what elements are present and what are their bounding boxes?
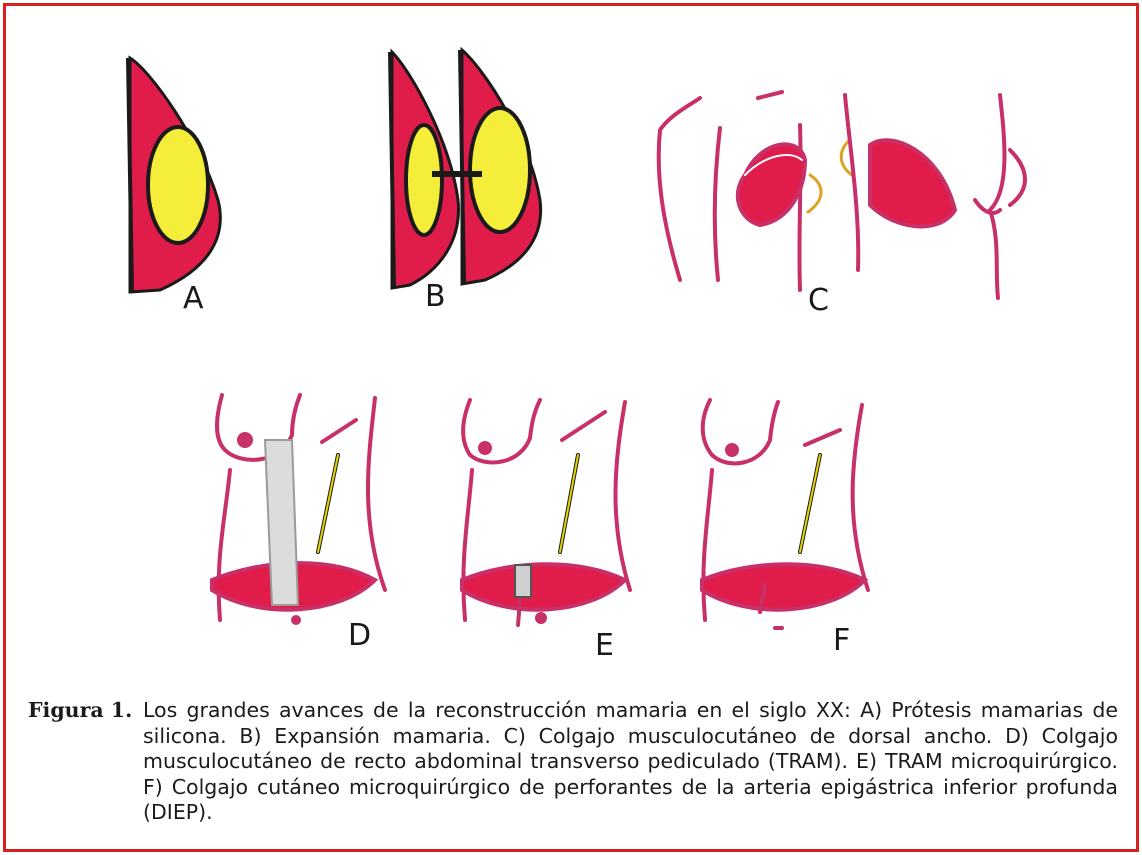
panel-letter-e: E [595,628,614,663]
panel-b-expander-large [470,108,530,232]
panel-letter-b: B [425,279,446,314]
panel-a-implant-shell [148,127,208,243]
panel-letter-d: D [348,618,371,653]
panel-e-muscle-segment [515,565,531,597]
panel-b-expander-small [406,125,442,235]
caption-label: Figura 1. [28,698,132,724]
panel-c-arrow-right [808,175,821,212]
panel-a-implant: A [128,58,220,316]
panel-b-expander: B [390,50,541,314]
panel-f-diep [702,400,868,628]
panel-letter-f: F [833,623,850,658]
panel-letter-c: C [808,283,829,318]
figure-caption: Figura 1. Los grandes avances de la reco… [28,698,1118,826]
panel-letter-a: A [183,281,204,316]
caption-text: Los grandes avances de la reconstrucción… [143,698,1118,826]
panel-c-dorsal-flap [659,92,1025,298]
panel-d-tram-pediculado [212,395,385,623]
figure-illustration: A B C [0,0,1142,690]
panel-e-tram-microquirurgico [462,400,630,625]
panel-d-muscle-pedicle [265,440,298,605]
